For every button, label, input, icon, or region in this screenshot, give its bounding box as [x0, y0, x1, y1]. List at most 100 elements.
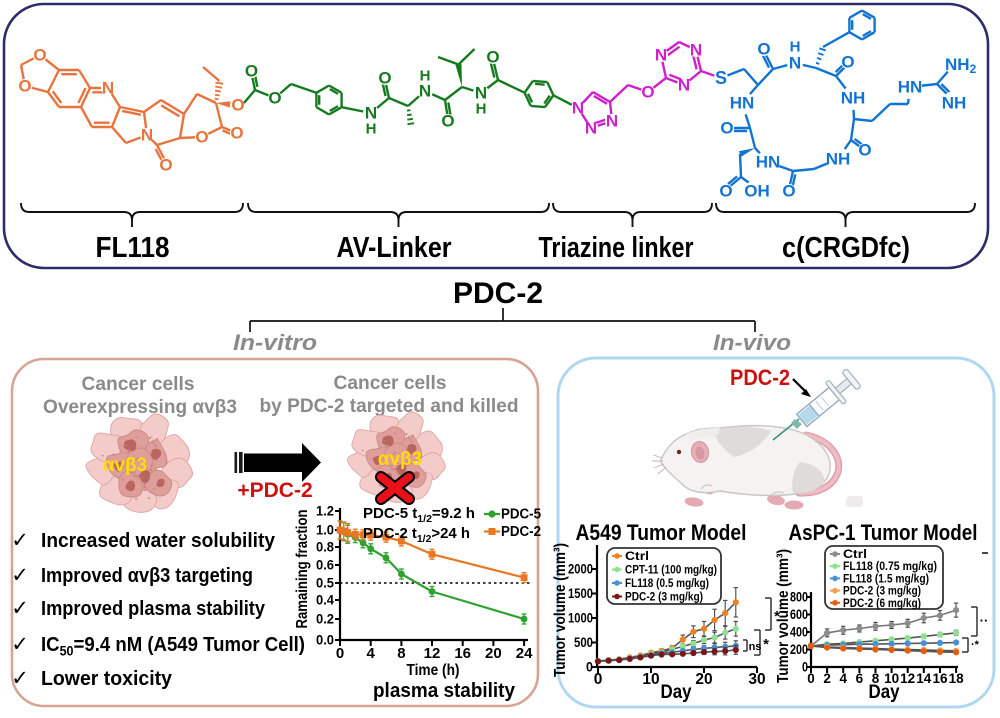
svg-text:FL118 (1.5 mg/kg): FL118 (1.5 mg/kg) [843, 571, 929, 585]
svg-text:PDC-5: PDC-5 [501, 507, 541, 523]
svg-text:0.0: 0.0 [316, 632, 334, 648]
svg-text:0.8: 0.8 [316, 539, 334, 555]
svg-text:N: N [475, 84, 487, 103]
svg-text:O: O [159, 156, 172, 175]
svg-text:N: N [365, 104, 377, 123]
svg-text:O: O [641, 83, 654, 102]
svg-text:N: N [102, 79, 114, 98]
svg-text:O: O [230, 124, 243, 143]
svg-text:10: 10 [642, 671, 659, 688]
svg-text:O: O [245, 62, 258, 81]
svg-text:c(CRGDfc): c(CRGDfc) [782, 232, 910, 264]
svg-text:PDC-2: PDC-2 [453, 277, 543, 310]
svg-text:1.0: 1.0 [316, 522, 334, 538]
svg-text:Day: Day [661, 682, 692, 703]
svg-text:12: 12 [424, 645, 441, 662]
svg-text:0: 0 [336, 645, 344, 662]
svg-text:18: 18 [949, 671, 965, 686]
svg-text:0.4: 0.4 [316, 592, 334, 608]
svg-text:N: N [606, 112, 618, 131]
svg-text:In-vivo: In-vivo [713, 330, 791, 355]
svg-text:O: O [841, 53, 854, 72]
svg-text:10: 10 [884, 671, 899, 686]
svg-text:plasma stability: plasma stability [373, 680, 516, 702]
svg-text:600: 600 [790, 606, 808, 622]
svg-text:2: 2 [823, 671, 831, 686]
svg-text:14: 14 [916, 671, 932, 686]
svg-text:Cancer cells: Cancer cells [334, 373, 447, 394]
svg-text:24: 24 [516, 645, 533, 662]
svg-text:S: S [715, 68, 727, 88]
svg-text:PDC-2 t1/2>24 h: PDC-2 t1/2>24 h [363, 525, 470, 545]
svg-text:Triazine linker: Triazine linker [539, 232, 694, 264]
svg-text:PDC-2 (3 mg/kg): PDC-2 (3 mg/kg) [625, 590, 703, 604]
svg-text:HN: HN [898, 78, 923, 97]
svg-text:H: H [420, 68, 431, 85]
svg-text:PDC-2 (3 mg/kg): PDC-2 (3 mg/kg) [843, 584, 921, 598]
svg-text:Ramaining fraction: Ramaining fraction [294, 510, 311, 629]
svg-text:··: ·· [980, 613, 989, 628]
svg-text:A549 Tumor Model: A549 Tumor Model [576, 520, 747, 545]
svg-text:N: N [141, 126, 153, 145]
svg-text:O: O [268, 89, 281, 108]
svg-text:O: O [757, 40, 770, 59]
svg-text:Increased water solubility: Increased water solubility [41, 530, 276, 552]
svg-text:✓: ✓ [11, 564, 29, 587]
svg-text:H: H [476, 101, 487, 118]
svg-text:✓: ✓ [11, 529, 29, 552]
svg-text:by PDC-2 targeted and killed: by PDC-2 targeted and killed [260, 396, 519, 417]
svg-text:N: N [419, 82, 431, 101]
svg-text:O: O [378, 69, 391, 88]
svg-text:O: O [782, 182, 795, 201]
svg-text:30: 30 [748, 671, 765, 688]
svg-text:8: 8 [872, 671, 880, 686]
svg-text:OH: OH [744, 182, 770, 201]
svg-text:0.6: 0.6 [316, 557, 334, 573]
svg-text:O: O [33, 46, 46, 65]
svg-text:500: 500 [574, 634, 593, 650]
svg-text:ns: ns [749, 641, 762, 653]
svg-text:0: 0 [594, 671, 603, 688]
svg-text:12: 12 [900, 671, 915, 686]
svg-text:6: 6 [856, 671, 864, 686]
svg-text:H: H [790, 39, 801, 56]
svg-text:O: O [441, 112, 454, 131]
svg-text:Day: Day [869, 682, 900, 703]
svg-text:αvβ3: αvβ3 [103, 455, 147, 476]
svg-text:Improved plasma stability: Improved plasma stability [41, 598, 266, 620]
svg-text:Improved αvβ3 targeting: Improved αvβ3 targeting [41, 565, 253, 587]
svg-text:N: N [585, 119, 597, 138]
svg-text:✓: ✓ [11, 633, 29, 656]
svg-text:1500: 1500 [568, 585, 593, 601]
svg-text:4: 4 [367, 645, 376, 662]
svg-text:Ctrl: Ctrl [625, 549, 649, 563]
svg-text:O: O [195, 128, 208, 147]
svg-text:NH: NH [826, 150, 851, 169]
svg-text:FL118 (0.75 mg/kg): FL118 (0.75 mg/kg) [843, 559, 937, 573]
svg-text:Lower toxicity: Lower toxicity [41, 668, 173, 690]
svg-text:*: * [763, 636, 769, 653]
svg-text:2000: 2000 [568, 561, 593, 577]
svg-text:H: H [366, 121, 377, 138]
svg-text:1.2: 1.2 [316, 503, 334, 519]
svg-text:FL118: FL118 [96, 232, 170, 264]
svg-text:+PDC-2: +PDC-2 [237, 479, 312, 502]
svg-text:200: 200 [790, 641, 808, 657]
svg-text:16: 16 [454, 645, 471, 662]
svg-text:NH: NH [841, 89, 866, 108]
svg-text:PDC-2: PDC-2 [730, 365, 790, 390]
svg-text:0.5: 0.5 [316, 575, 334, 591]
svg-text:16: 16 [932, 671, 948, 686]
svg-text:·*: ·* [971, 639, 980, 651]
svg-text:NH2: NH2 [945, 55, 977, 76]
svg-text:Overexpressing αvβ3: Overexpressing αvβ3 [43, 397, 237, 418]
svg-text:Ctrl: Ctrl [843, 547, 867, 561]
svg-text:In-vitro: In-vitro [233, 330, 317, 355]
svg-text:IC50=9.4 nM (A549 Tumor Cell): IC50=9.4 nM (A549 Tumor Cell) [41, 634, 305, 659]
svg-text:O: O [719, 182, 732, 201]
svg-text:0: 0 [807, 671, 815, 686]
svg-text:20: 20 [485, 645, 502, 662]
svg-text:✓: ✓ [11, 667, 29, 690]
svg-text:αvβ3: αvβ3 [378, 449, 422, 470]
svg-text:N: N [655, 46, 667, 65]
